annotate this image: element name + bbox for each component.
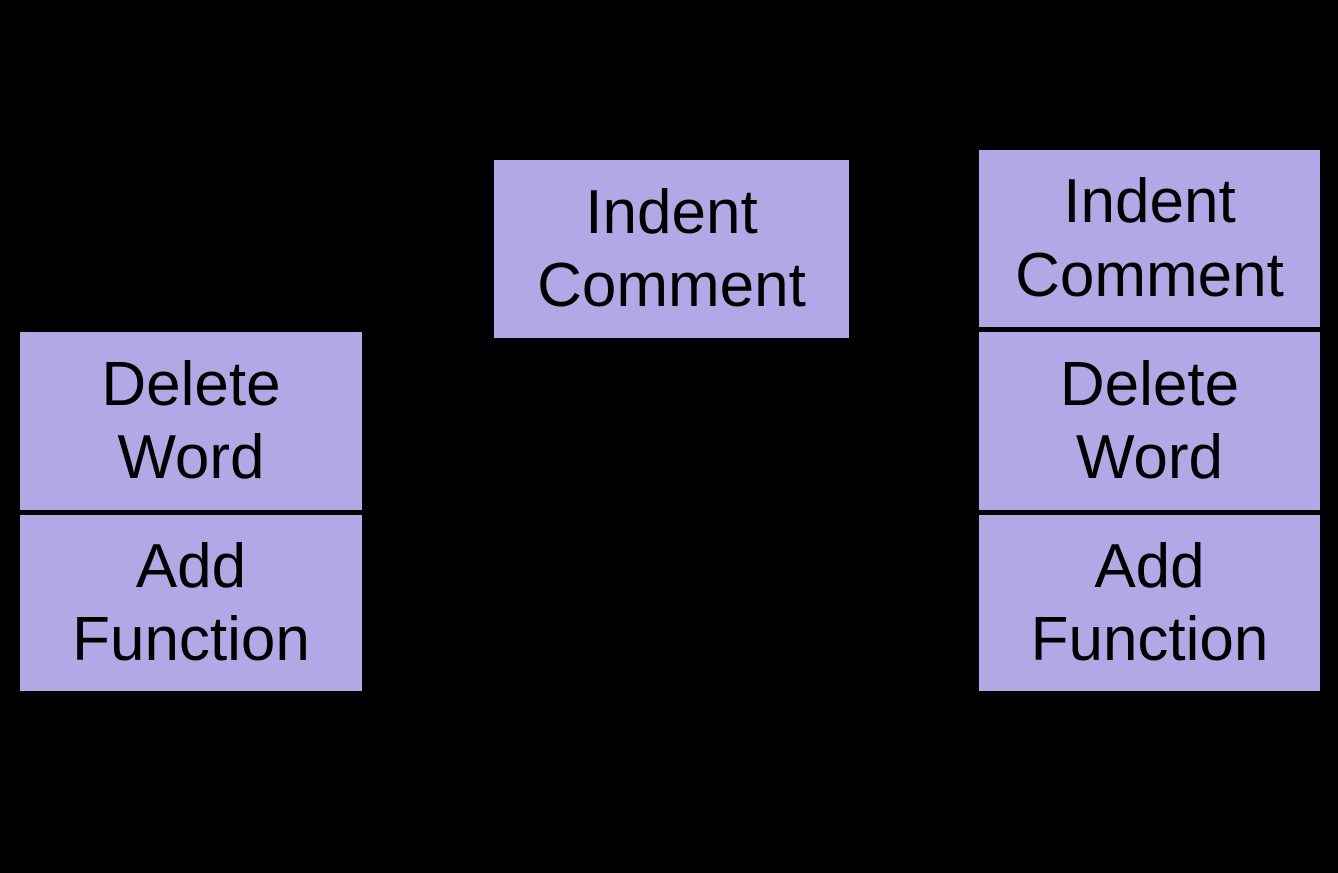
block-add-function-right[interactable]: Add Function	[979, 515, 1320, 691]
block-delete-word-right[interactable]: Delete Word	[979, 332, 1320, 510]
block-add-function-left[interactable]: Add Function	[20, 515, 362, 691]
left-column-stack: Delete Word Add Function	[20, 332, 362, 691]
middle-column-stack: Indent Comment	[494, 160, 849, 338]
block-indent-comment-middle[interactable]: Indent Comment	[494, 160, 849, 338]
right-column-stack: Indent Comment Delete Word Add Function	[979, 150, 1320, 691]
block-indent-comment-right[interactable]: Indent Comment	[979, 150, 1320, 327]
block-delete-word-left[interactable]: Delete Word	[20, 332, 362, 510]
